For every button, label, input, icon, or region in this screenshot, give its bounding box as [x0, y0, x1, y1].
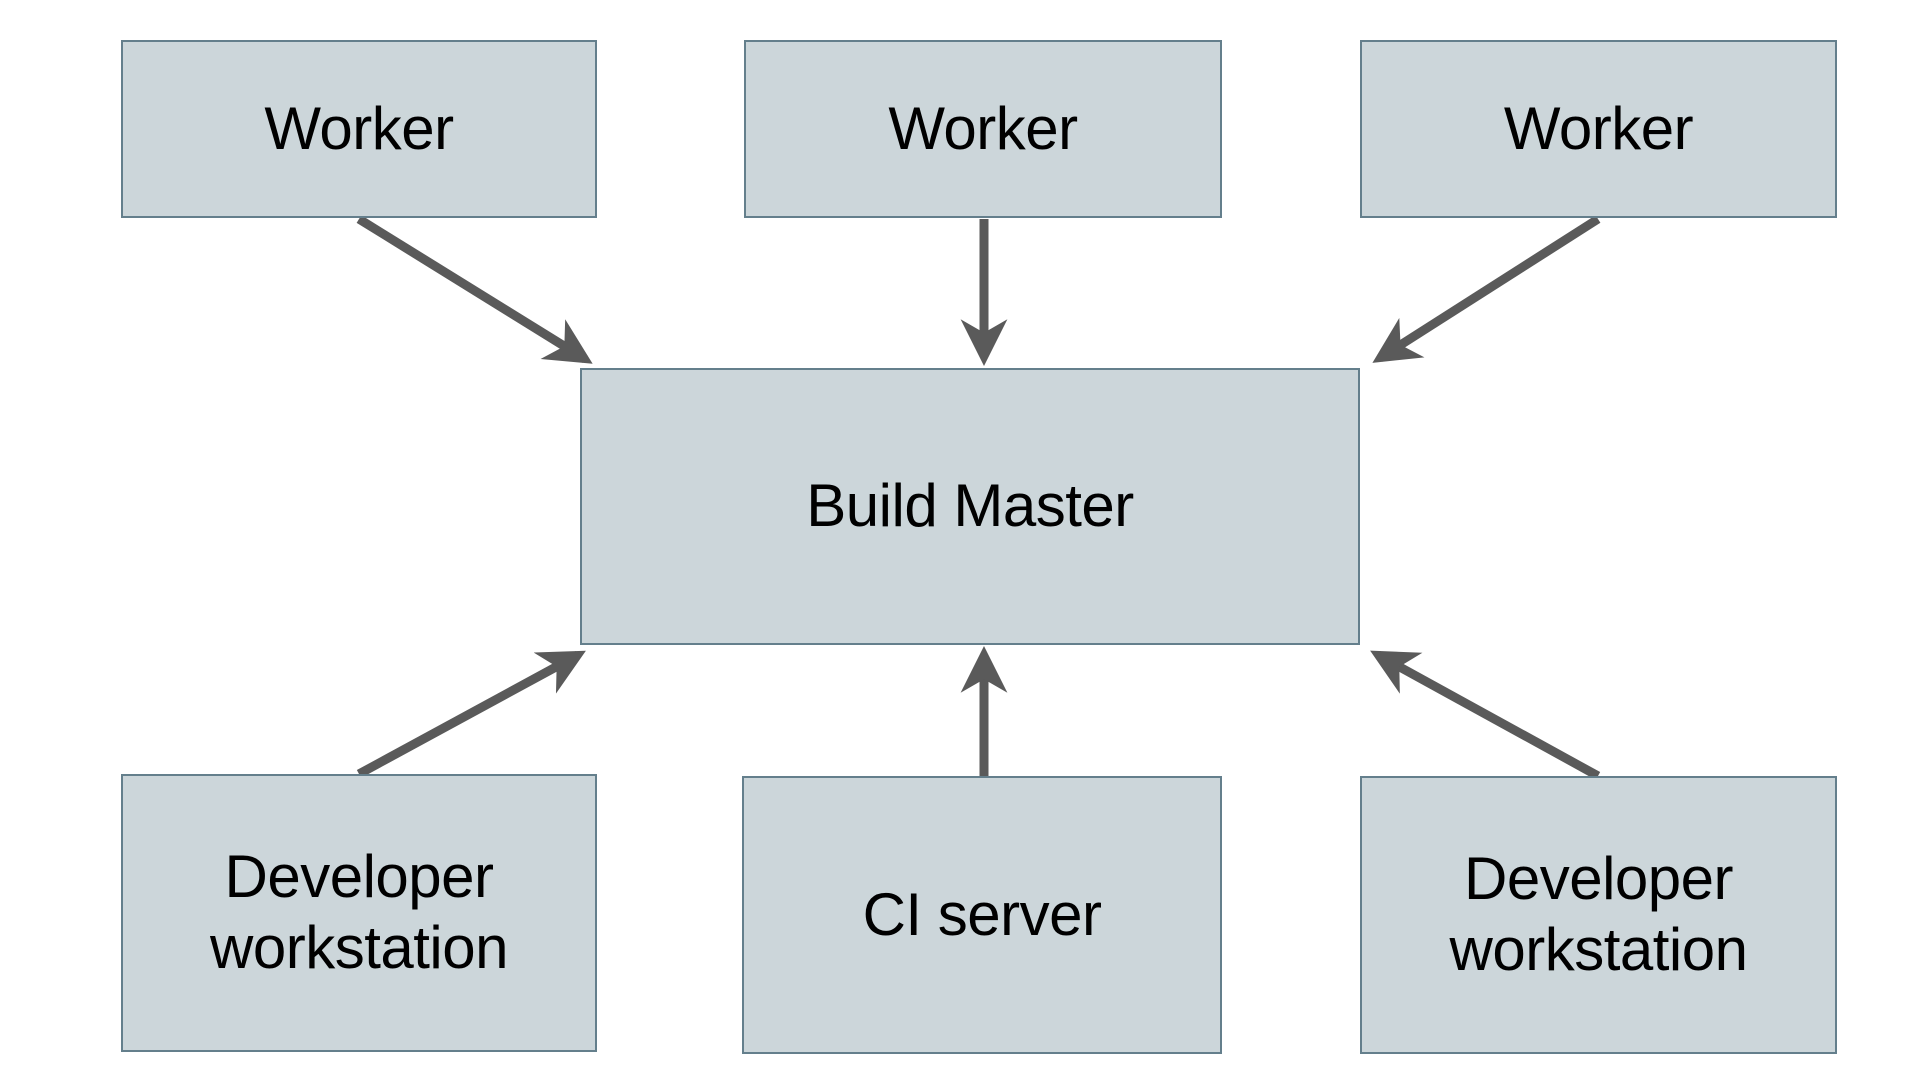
node-dev-workstation-right-label: Developer workstation	[1449, 845, 1748, 983]
node-worker-3-label: Worker	[1503, 94, 1694, 162]
node-worker-1-label: Worker	[264, 94, 454, 162]
node-dev-workstation-left-label: Developer workstation	[210, 843, 508, 981]
edge-dev-workstation-left-to-build-master	[356, 650, 586, 778]
node-worker-3[interactable]: Worker	[1360, 40, 1837, 218]
edge-worker-1-to-build-master	[356, 215, 593, 364]
node-build-master-label: Build Master	[806, 472, 1134, 540]
node-dev-workstation-right[interactable]: Developer workstation	[1360, 776, 1837, 1054]
node-worker-2[interactable]: Worker	[744, 40, 1222, 218]
node-worker-2-label: Worker	[888, 94, 1078, 162]
node-build-master[interactable]: Build Master	[580, 368, 1360, 645]
node-ci-server[interactable]: CI server	[742, 776, 1222, 1054]
node-dev-workstation-left[interactable]: Developer workstation	[121, 774, 597, 1052]
node-ci-server-label: CI server	[862, 880, 1102, 948]
edge-worker-3-to-build-master	[1372, 215, 1601, 363]
edge-dev-workstation-right-to-build-master	[1370, 650, 1601, 780]
node-worker-1[interactable]: Worker	[121, 40, 597, 218]
